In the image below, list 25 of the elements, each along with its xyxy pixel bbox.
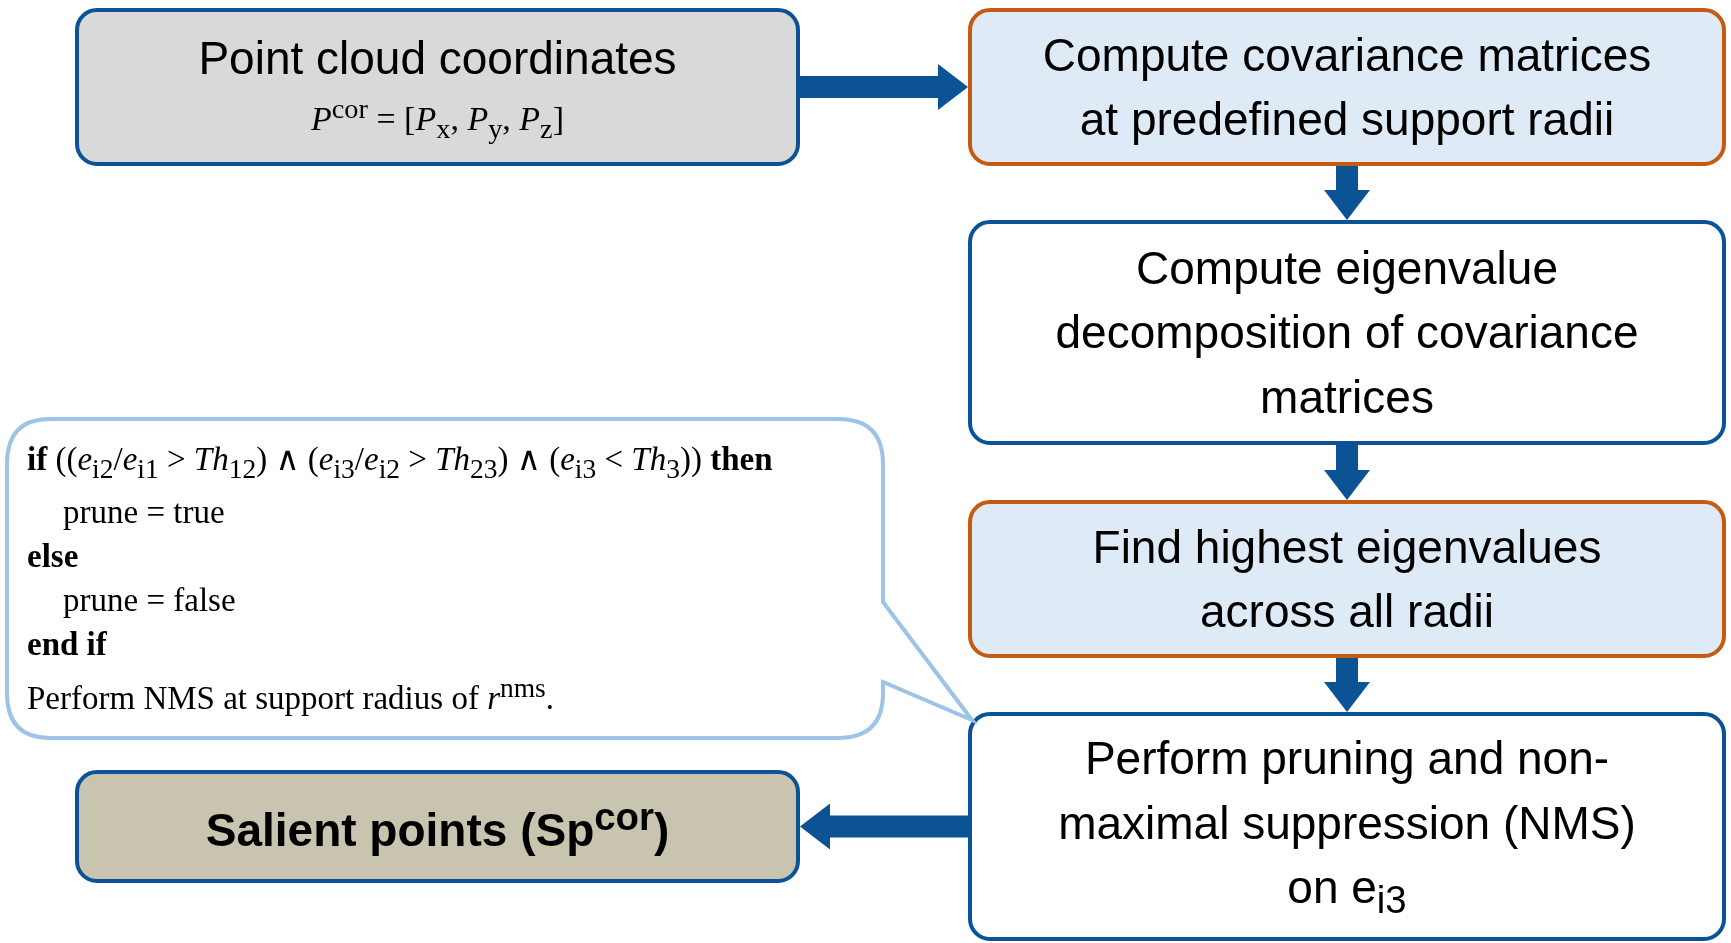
box-label: Compute covariance matrices at predefined support radii	[1041, 27, 1653, 147]
process-box	[968, 220, 1726, 445]
box-label: Compute eigenvalue decomposition of covariance matrices	[1054, 240, 1640, 425]
pseudocode-line: prune = false	[63, 581, 236, 621]
box-label: Point cloud coordinates	[198, 31, 677, 87]
pseudocode-line: Perform NMS at support radius of r$^{nms}$.	[27, 671, 555, 719]
pseudocode-line: else	[27, 537, 79, 577]
process-box	[968, 8, 1726, 166]
arrow	[1324, 166, 1370, 220]
callout-bubble	[5, 417, 980, 740]
condition-text: if ((e$_{i2}$/e$_{i1}$ > Th$_{12}$) ∧ (e$_{i3}$/e$_{i2}$ > Th$_{23}$) ∧ (e$_{i3}$ < Th$_{3}$)) then	[27, 439, 773, 486]
box-label: Perform pruning and non-maximal suppression (NMS) on e$_{i3}$	[1057, 731, 1637, 924]
arrow	[800, 64, 968, 110]
pseudocode-line: prune = true	[63, 493, 225, 533]
arrow	[800, 803, 968, 850]
formula: P$^{cor}$ = [P$_{x}$, P$_{y}$, P$_{z}$]	[310, 91, 564, 146]
process-box	[75, 8, 800, 166]
process-box	[75, 770, 800, 883]
arrow	[1324, 658, 1370, 712]
pseudocode-line: end if	[27, 625, 107, 665]
arrow	[1324, 445, 1370, 500]
process-box	[968, 712, 1726, 941]
process-box	[968, 500, 1726, 658]
box-label: Salient points (Sp$^{cor}$)	[205, 794, 670, 859]
box-label: Find highest eigenvalues across all radii	[1091, 519, 1603, 639]
